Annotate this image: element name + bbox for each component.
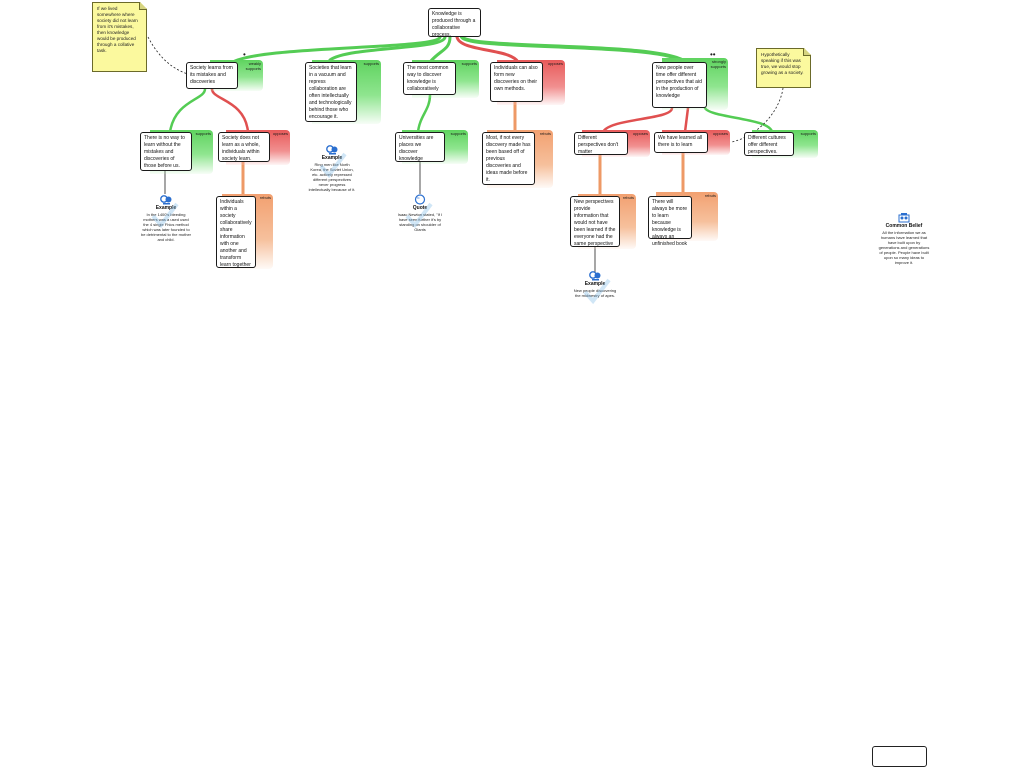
evidence-e2[interactable]: Example Ring men like North Korea, the S… xyxy=(308,144,356,192)
note-left-text: If we lived somewhere where society did … xyxy=(97,6,138,53)
claim-card-c10[interactable]: Most, if not every discovery made has be… xyxy=(482,132,535,185)
check-watermark-icon xyxy=(405,202,433,229)
example-icon xyxy=(160,195,172,205)
claim-text: The most common way to discover knowledg… xyxy=(407,65,449,92)
claim-text: Individuals within a society collaborati… xyxy=(220,199,252,268)
link-c1-c6 xyxy=(168,87,207,134)
relation-label: weakly supports xyxy=(245,61,261,71)
link-c5-c11 xyxy=(601,106,674,134)
relation-label: opposes xyxy=(272,131,288,136)
claim-text: Society does not learn as a whole, indiv… xyxy=(222,135,260,162)
claim-card-c5[interactable]: New people over time offer different per… xyxy=(652,62,707,108)
evidence-text: Ring men like North Korea, the Soviet Un… xyxy=(308,162,356,192)
claim-card-c11[interactable]: Different perspectives don't matter xyxy=(574,132,628,155)
relation-label: supports xyxy=(195,131,211,136)
evidence-type: Example xyxy=(155,205,177,211)
check-watermark-icon xyxy=(151,202,179,229)
claim-card-c9[interactable]: Universities are places we discover know… xyxy=(395,132,445,162)
claim-text: Society learns from its mistakes and dis… xyxy=(190,65,233,85)
check-watermark-icon xyxy=(319,152,347,179)
claim-text: New perspectives provide information tha… xyxy=(574,199,616,247)
claim-card-c6[interactable]: There is no way to learn without the mis… xyxy=(140,132,192,171)
evidence-e3[interactable]: “ Quote Isaac Newton stated, "If I have … xyxy=(394,194,446,232)
relation-label: supports xyxy=(461,61,477,66)
claim-card-c2[interactable]: Societies that learn in a vacuum and rep… xyxy=(305,62,357,122)
link-note-left xyxy=(147,36,189,75)
link-c5-c12 xyxy=(683,106,690,134)
indicator-dot-c5: •• xyxy=(710,50,716,59)
link-root-c2 xyxy=(328,35,447,62)
claim-card-c3[interactable]: The most common way to discover knowledg… xyxy=(403,62,456,95)
link-root-c3 xyxy=(428,35,452,64)
evidence-type: Common Belief xyxy=(885,223,923,229)
evidence-e1[interactable]: Example In the 1400's bleeding mothers w… xyxy=(140,194,192,242)
claim-text: Societies that learn in a vacuum and rep… xyxy=(309,65,352,120)
relation-label: supports xyxy=(363,61,379,66)
link-root-c4 xyxy=(455,35,520,64)
relation-label: rebuts xyxy=(539,131,551,136)
relation-label: opposes xyxy=(547,61,563,66)
evidence-e5[interactable]: Common Belief All the information we as … xyxy=(878,212,930,265)
claim-card-c15[interactable]: There will always be more to learn becau… xyxy=(648,196,692,247)
evidence-text: New people discovering the midwestry of … xyxy=(573,288,617,298)
link-root-c5 xyxy=(460,35,687,64)
link-c3-c9 xyxy=(416,93,432,134)
claim-card-c7[interactable]: Society does not learn as a whole, indiv… xyxy=(218,132,270,162)
claim-text: Different cultures offer different persp… xyxy=(748,135,786,155)
claim-card-c12[interactable]: We have learned all there is to learn xyxy=(654,132,708,153)
relation-label: rebuts xyxy=(622,195,634,200)
relation-label: opposes xyxy=(632,131,648,136)
claim-text: Most, if not every discovery made has be… xyxy=(486,135,531,183)
relation-label: rebuts xyxy=(704,193,716,198)
relation-label: supports xyxy=(800,131,816,136)
evidence-type: Example xyxy=(321,155,343,161)
note-left[interactable]: If we lived somewhere where society did … xyxy=(92,2,147,72)
claim-text: Different perspectives don't matter xyxy=(578,135,619,155)
link-root-c1 xyxy=(228,35,442,66)
claim-text: Individuals can also form new discoverie… xyxy=(494,65,538,92)
relation-label: opposes xyxy=(712,131,728,136)
claim-text: There will always be more to learn becau… xyxy=(652,199,688,247)
evidence-e4[interactable]: Example New people discovering the midwe… xyxy=(572,270,618,305)
note-right-text: Hypothetically speaking if this was true… xyxy=(761,52,804,75)
link-note-right xyxy=(731,87,784,143)
indicator-dot-c1: • xyxy=(243,50,246,59)
relation-label: supports xyxy=(450,131,466,136)
note-right[interactable]: Hypothetically speaking if this was true… xyxy=(756,48,811,88)
evidence-type: Quote xyxy=(412,205,428,211)
claim-text: There is no way to learn without the mis… xyxy=(144,135,185,169)
claim-card-c1[interactable]: Society learns from its mistakes and dis… xyxy=(186,62,238,89)
claim-card-c4[interactable]: Individuals can also form new discoverie… xyxy=(490,62,543,102)
example-icon xyxy=(589,271,601,281)
link-c5-c13 xyxy=(703,106,774,134)
overview-box[interactable] xyxy=(872,746,927,767)
relation-label: rebuts xyxy=(259,195,271,200)
evidence-text: In the 1400's bleeding mothers was a use… xyxy=(140,212,192,242)
claim-card-c14[interactable]: New perspectives provide information tha… xyxy=(570,196,620,247)
claim-card-c8[interactable]: Individuals within a society collaborati… xyxy=(216,196,256,268)
link-c1-c7 xyxy=(210,87,250,134)
claim-text: New people over time offer different per… xyxy=(656,65,702,99)
claim-text: Universities are places we discover know… xyxy=(399,135,434,162)
example-icon xyxy=(326,145,338,155)
claim-card-c13[interactable]: Different cultures offer different persp… xyxy=(744,132,794,156)
root-claim-text: Knowledge is produced through a collabor… xyxy=(432,11,476,38)
evidence-text: All the information we as humans have le… xyxy=(878,230,930,265)
root-claim[interactable]: Knowledge is produced through a collabor… xyxy=(428,8,481,38)
evidence-text: Isaac Newton stated, "If I have seen fur… xyxy=(397,212,443,232)
svg-text:“: “ xyxy=(417,197,420,204)
check-watermark-icon xyxy=(583,278,611,305)
relation-label: strongly supports xyxy=(710,59,726,69)
evidence-type: Example xyxy=(584,281,606,287)
claim-text: We have learned all there is to learn xyxy=(658,135,703,148)
quote-icon: “ xyxy=(414,194,426,205)
common-belief-icon xyxy=(898,213,910,223)
